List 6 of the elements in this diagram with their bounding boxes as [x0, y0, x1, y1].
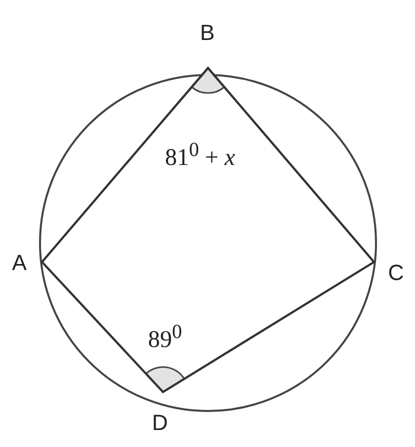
vertex-label: C: [388, 262, 404, 284]
angle-label: 81$^{0}$ + x: [165, 140, 236, 170]
vertex-label: A: [12, 252, 27, 274]
angle-label: 89$^{0}$: [148, 322, 182, 352]
vertex-label: B: [200, 22, 215, 44]
vertex-label: D: [152, 412, 168, 434]
